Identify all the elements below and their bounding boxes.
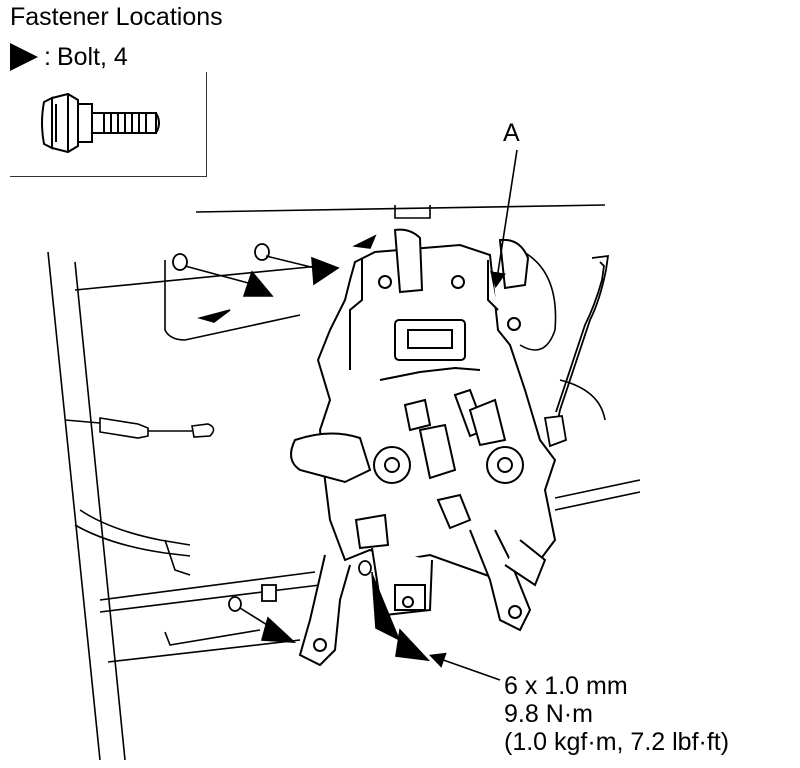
spec-bolt-size: 6 x 1.0 mm [504,672,628,700]
torque-spec: 6 x 1.0 mm 9.8 N·m (1.0 kgf·m, 7.2 lbf·f… [504,672,729,756]
bolt-icon [41,92,160,154]
callout-label-a: A [503,119,520,147]
door-latch-assembly [290,228,557,667]
bolt-marker-icon [311,256,340,286]
bolt-marker-icon [260,616,297,643]
diagram-title: Fastener Locations [10,3,223,31]
lock-rod [543,254,610,448]
bolt-holes [172,243,372,612]
spec-torque-alt: (1.0 kgf·m, 7.2 lbf·ft) [504,728,730,756]
fastener-arrows [184,149,518,681]
bolt-marker-icon [242,270,274,297]
door-panel [47,204,641,761]
cable [64,417,215,439]
bolt-marker-icon [395,628,431,662]
bolt-illustration-box [10,72,207,177]
spec-torque-nm: 9.8 N·m [504,700,593,728]
legend-label: Bolt, 4 [56,43,128,71]
legend: : Bolt, 4 [10,42,128,72]
bolt-marker-icon [10,43,38,71]
